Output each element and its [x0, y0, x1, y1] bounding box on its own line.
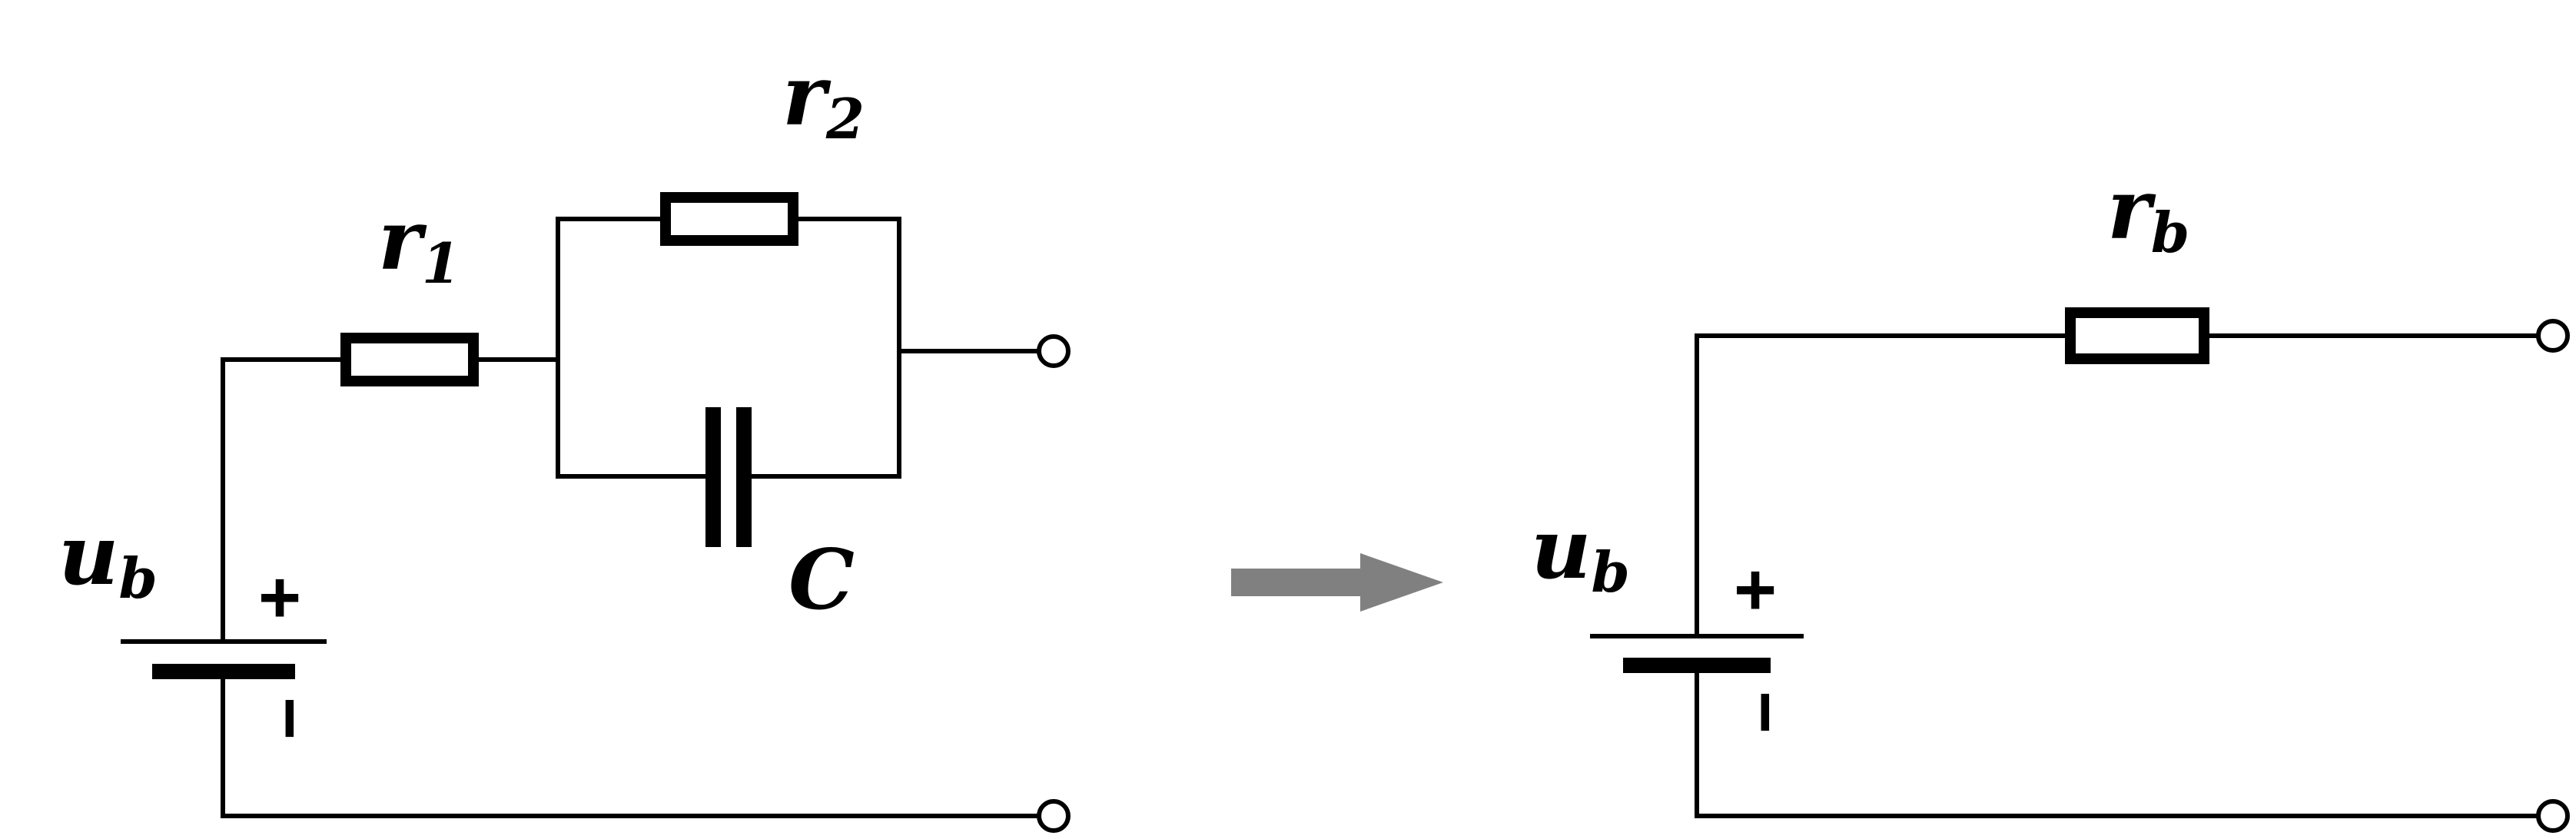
- right-output-terminal-top: [2536, 319, 2570, 353]
- left-source-minus-sign: −: [249, 697, 331, 740]
- left-output-terminal-bottom: [1037, 799, 1071, 833]
- resistor-r2: [660, 192, 798, 246]
- right-source-plus-sign: +: [1734, 549, 1777, 631]
- label-r1: r1: [378, 192, 460, 296]
- label-right-source: ub: [1531, 501, 1630, 605]
- left-circuit: r1 r2 C ub + −: [58, 48, 1071, 833]
- right-output-terminal-bottom: [2536, 799, 2570, 833]
- right-source-minus-sign: −: [1725, 691, 1807, 734]
- left-output-terminal-top: [1037, 334, 1071, 368]
- label-rb: rb: [2107, 161, 2189, 265]
- left-source-plus-sign: +: [258, 556, 301, 638]
- resistor-r1: [340, 333, 479, 386]
- right-arrow-icon: [1231, 553, 1443, 612]
- transform-arrow: [1231, 553, 1443, 612]
- right-circuit: rb ub + −: [1531, 161, 2570, 833]
- label-left-source: ub: [58, 507, 158, 611]
- label-capacitor: C: [788, 532, 855, 628]
- resistor-rb: [2065, 307, 2209, 364]
- label-r2: r2: [782, 48, 865, 151]
